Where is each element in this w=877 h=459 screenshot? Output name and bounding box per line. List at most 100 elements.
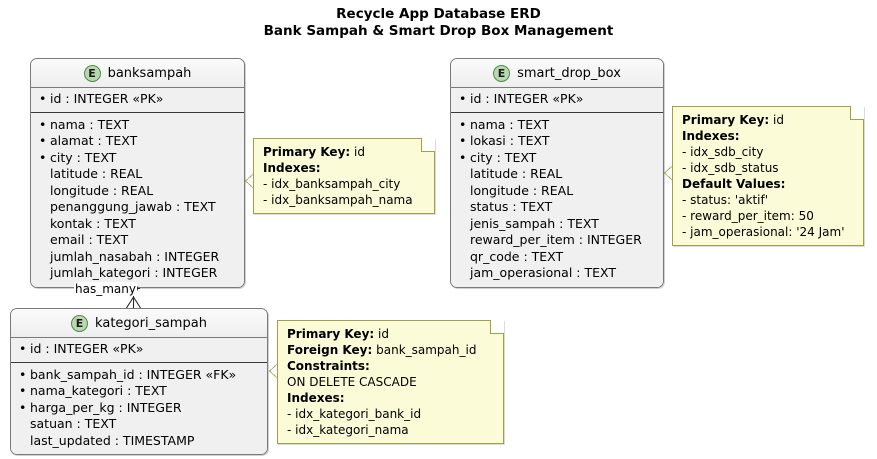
note-label: Indexes: [263, 161, 321, 175]
attribute-label: last_updated : TIMESTAMP [30, 432, 195, 448]
attribute-label: lokasi : TEXT [470, 133, 550, 148]
note-value: - idx_sdb_city [682, 145, 764, 159]
attribute-label: jam_operasional : TEXT [470, 265, 616, 280]
note-kategori-sampah-keys[interactable]: Primary Key: id Foreign Key: bank_sampah… [269, 320, 504, 444]
note-line: - idx_sdb_city [682, 144, 855, 160]
attribute-bullet-icon [39, 133, 50, 150]
note-label: Default Values: [682, 177, 786, 191]
attribute-row: id : INTEGER «PK» [11, 341, 267, 358]
attribute-row: nama : TEXT [451, 117, 663, 134]
entity-pk-section: id : INTEGER «PK» [451, 88, 663, 113]
attribute-label: id : INTEGER «PK» [30, 341, 144, 356]
attribute-label: satuan : TEXT [30, 416, 117, 431]
note-line: Default Values: [682, 176, 855, 192]
attribute-label: alamat : TEXT [50, 133, 138, 148]
attribute-label: nama : TEXT [470, 116, 550, 132]
attribute-row: status : TEXT [451, 199, 663, 216]
attribute-bullet-icon [459, 150, 470, 167]
attribute-row: harga_per_kg : INTEGER [11, 400, 267, 417]
note-value: - reward_per_item: 50 [682, 209, 814, 223]
attribute-label: qr_code : TEXT [470, 248, 564, 264]
attribute-row: id : INTEGER «PK» [31, 91, 244, 108]
note-line: Primary Key: id [287, 326, 495, 342]
attribute-row: email : TEXT [31, 232, 244, 249]
attribute-label: jenis_sampah : TEXT [470, 215, 599, 231]
attribute-bullet-icon [19, 400, 30, 417]
attribute-label: id : INTEGER «PK» [50, 91, 164, 106]
note-value: id [769, 113, 784, 127]
note-value: id [374, 327, 389, 341]
attribute-row: longitude : REAL [31, 183, 244, 200]
attribute-bullet-icon [39, 150, 50, 167]
entity-pk-section: id : INTEGER «PK» [11, 338, 267, 363]
note-smart-drop-box-keys[interactable]: Primary Key: id Indexes: - idx_sdb_city … [664, 106, 864, 246]
crowfoot-symbol-icon [126, 296, 141, 309]
entity-name-label: banksampah [107, 65, 192, 81]
attribute-label: kontak : TEXT [50, 215, 136, 231]
entity-name-label: kategori_sampah [95, 315, 207, 331]
attribute-bullet-icon [459, 91, 470, 108]
entity-smart-drop-box[interactable]: E smart_drop_box id : INTEGER «PK» nama … [450, 58, 664, 288]
entity-icon: E [493, 64, 511, 82]
note-line: Foreign Key: bank_sampah_id [287, 342, 495, 358]
entity-header-kategori-sampah: E kategori_sampah [11, 309, 267, 338]
attribute-row: reward_per_item : INTEGER [451, 232, 663, 249]
attribute-row: jumlah_kategori : INTEGER [31, 265, 244, 282]
attribute-label: latitude : REAL [50, 166, 143, 181]
note-line: Indexes: [263, 160, 426, 176]
attribute-row: last_updated : TIMESTAMP [11, 433, 267, 450]
note-label: Foreign Key: [287, 343, 373, 357]
note-value: bank_sampah_id [372, 343, 477, 357]
attribute-row: id : INTEGER «PK» [451, 91, 663, 108]
note-line: ON DELETE CASCADE [287, 374, 495, 390]
note-value: id [350, 145, 365, 159]
entity-name-label: smart_drop_box [517, 65, 621, 81]
entity-header-smart-drop-box: E smart_drop_box [451, 59, 663, 88]
note-label: Primary Key: [682, 113, 770, 127]
attribute-row: nama : TEXT [31, 117, 244, 134]
attribute-row: lokasi : TEXT [451, 133, 663, 150]
attribute-row: bank_sampah_id : INTEGER «FK» [11, 367, 267, 384]
entity-kategori-sampah[interactable]: E kategori_sampah id : INTEGER «PK» bank… [10, 308, 268, 455]
attribute-label: penanggung_jawab : TEXT [50, 199, 216, 214]
attribute-row: jenis_sampah : TEXT [451, 216, 663, 233]
attribute-bullet-icon [19, 383, 30, 400]
note-label: Constraints: [287, 359, 370, 373]
attribute-row: city : TEXT [451, 150, 663, 167]
note-anchor-icon [245, 173, 254, 189]
attribute-row: latitude : REAL [31, 166, 244, 183]
note-line: - status: 'aktif' [682, 192, 855, 208]
attribute-label: nama_kategori : TEXT [30, 383, 167, 398]
note-label: Indexes: [682, 129, 740, 143]
attribute-label: longitude : REAL [470, 182, 574, 198]
entity-icon: E [71, 314, 89, 332]
note-label: Primary Key: [263, 145, 351, 159]
entity-attributes-section: bank_sampah_id : INTEGER «FK» nama_kateg… [11, 362, 267, 454]
attribute-row: kontak : TEXT [31, 216, 244, 233]
attribute-row: qr_code : TEXT [451, 249, 663, 266]
attribute-bullet-icon [39, 91, 50, 108]
entity-header-banksampah: E banksampah [31, 59, 244, 88]
entity-icon: E [83, 64, 101, 82]
attribute-label: latitude : REAL [470, 166, 563, 181]
note-label: Primary Key: [287, 327, 375, 341]
note-anchor-icon [664, 165, 673, 181]
attribute-label: bank_sampah_id : INTEGER «FK» [30, 366, 237, 382]
attribute-label: city : TEXT [470, 149, 537, 165]
attribute-row: latitude : REAL [451, 166, 663, 183]
attribute-label: status : TEXT [470, 199, 553, 214]
entity-banksampah[interactable]: E banksampah id : INTEGER «PK» nama : TE… [30, 58, 245, 288]
note-anchor-icon [269, 363, 278, 379]
note-value: - idx_banksampah_city [263, 177, 401, 191]
attribute-label: nama : TEXT [50, 116, 130, 132]
attribute-label: longitude : REAL [50, 182, 154, 198]
note-fold-corner-icon [421, 138, 435, 152]
entity-pk-section: id : INTEGER «PK» [31, 88, 244, 113]
attribute-bullet-icon [459, 133, 470, 150]
note-line: Constraints: [287, 358, 495, 374]
attribute-row: satuan : TEXT [11, 416, 267, 433]
attribute-label: jumlah_nasabah : INTEGER [50, 248, 220, 264]
note-line: - idx_sdb_status [682, 160, 855, 176]
note-banksampah-keys[interactable]: Primary Key: id Indexes: - idx_banksampa… [245, 138, 435, 214]
